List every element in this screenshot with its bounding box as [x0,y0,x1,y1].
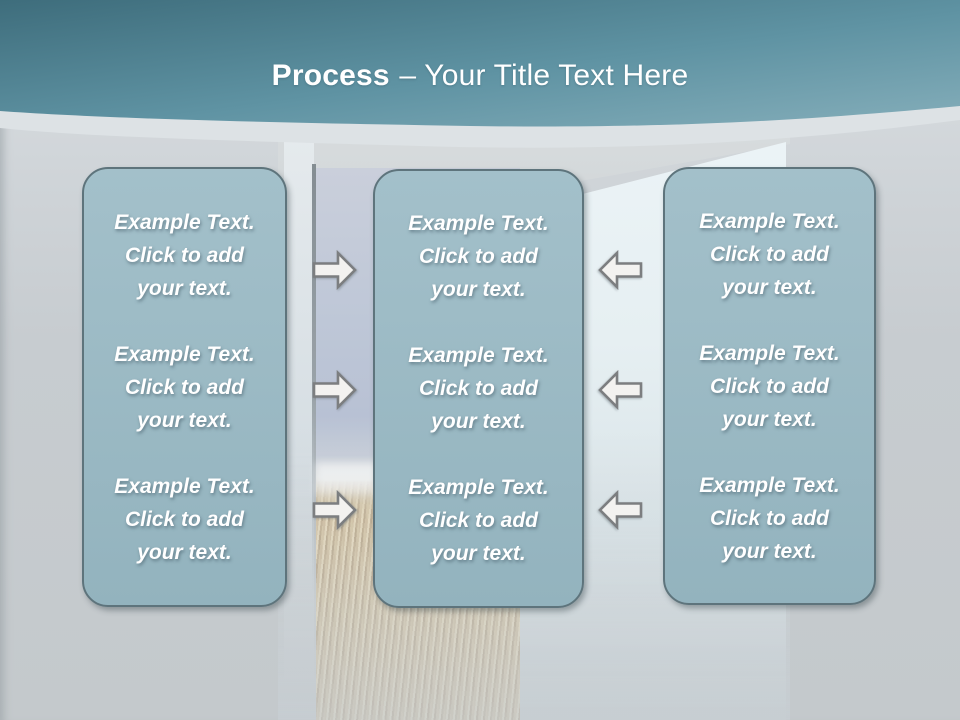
text-placeholder[interactable]: Example Text. Click to add your text. [699,473,840,563]
arrow-left-icon [597,490,643,530]
arrow-left-icon [597,370,643,410]
text-placeholder[interactable]: Example Text. Click to add your text. [699,209,840,299]
text-placeholder[interactable]: Example Text. Click to add your text. [408,476,549,565]
text-placeholder[interactable]: Example Text. Click to add your text. [114,474,255,564]
text-placeholder[interactable]: Example Text. Click to add your text. [114,342,255,432]
arrow-left-icon [597,250,643,290]
slide-title-placeholder: – Your Title Text Here [399,59,689,92]
process-box-right[interactable]: Example Text. Click to add your text. Ex… [663,167,876,605]
process-box-left[interactable]: Example Text. Click to add your text. Ex… [82,167,287,607]
slide-title[interactable]: Process – Your Title Text Here [0,58,960,94]
arrow-right-icon [312,250,358,290]
arrow-right-icon [312,490,358,530]
text-placeholder[interactable]: Example Text. Click to add your text. [408,212,549,301]
process-box-middle[interactable]: Example Text. Click to add your text. Ex… [373,169,584,608]
text-placeholder[interactable]: Example Text. Click to add your text. [114,210,255,300]
text-placeholder[interactable]: Example Text. Click to add your text. [699,341,840,431]
text-placeholder[interactable]: Example Text. Click to add your text. [408,344,549,433]
slide-title-keyword: Process [271,59,390,92]
header-wave [0,0,960,148]
arrow-right-icon [312,370,358,410]
